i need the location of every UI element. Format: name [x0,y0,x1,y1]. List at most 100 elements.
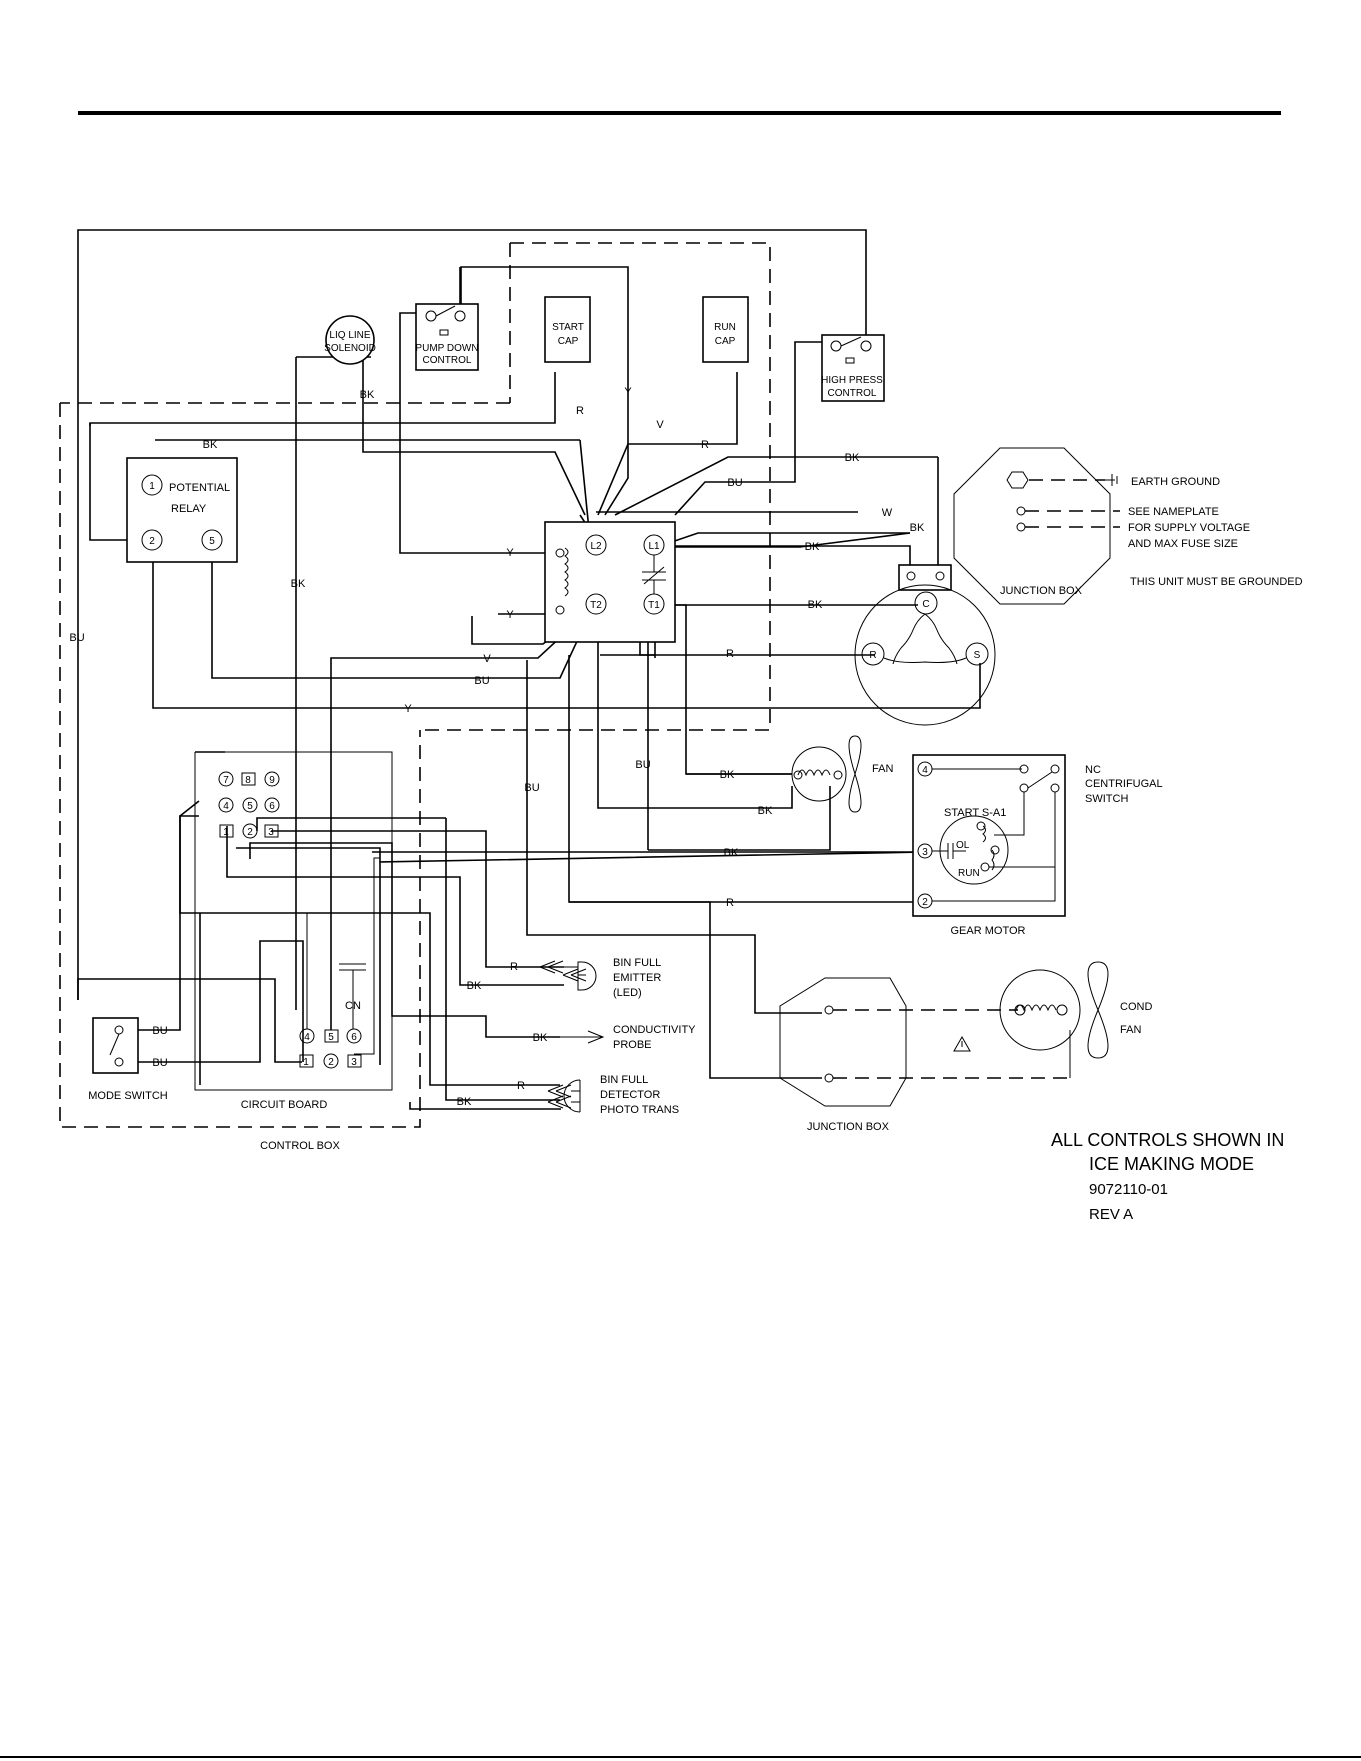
wire-label: BK [203,439,218,451]
cb-terminal-3: 3 [268,827,274,838]
fan-label: FAN [872,763,893,775]
relay-label-2: RELAY [171,503,207,515]
earth-ground-note: EARTH GROUND [1131,476,1220,488]
cb-bottom-terminal-5: 5 [328,1032,334,1043]
wire-label: BK [467,980,482,992]
cond-fan-label-1: COND [1120,1001,1152,1013]
potential-relay: 1 2 5 POTENTIAL RELAY [126,457,238,563]
wire-label: R [701,439,709,451]
high-press-label-2: CONTROL [828,388,877,399]
compressor-motor: C R S [854,564,996,726]
cb-bottom-terminal-1: 1 [303,1057,309,1068]
wire-labels: BK BK BK BU R Y V R BK BU W BK BK BK Y Y… [69,386,925,1108]
motor-terminal-c: C [922,599,929,610]
motor-terminal-s: S [974,650,981,661]
cb-terminal-6: 6 [269,801,275,812]
detector-label-2: DETECTOR [600,1089,660,1101]
conductivity-probe: CONDUCTIVITY PROBE [560,1024,696,1051]
wire-label: BK [808,599,823,611]
cn-label: CN [345,1000,361,1012]
wire-label: BK [533,1032,548,1044]
terminal-l2: L2 [590,541,602,552]
centrifugal-switch-label-1: NC [1085,764,1101,776]
centrifugal-switch-label-3: SWITCH [1085,793,1128,805]
wire-label: BU [474,675,489,687]
cb-terminal-1: 1 [223,827,229,838]
nameplate-note-2: FOR SUPPLY VOLTAGE [1128,522,1250,534]
control-box-boundary [59,403,421,1128]
wire-label: BU [635,759,650,771]
pump-down-label-2: CONTROL [423,355,472,366]
junction-box-top: JUNCTION BOX [953,447,1120,605]
part-number: 9072110-01 [1089,1181,1168,1198]
emitter-label-1: BIN FULL [613,957,661,969]
relay-terminal-2: 2 [149,536,155,547]
wire-label: BK [720,769,735,781]
mode-switch-label: MODE SWITCH [88,1090,167,1102]
gear-terminal-3: 3 [922,847,928,858]
centrifugal-switch-label-2: CENTRIFUGAL [1085,778,1163,790]
wire-label: V [483,653,491,665]
wire-label: R [576,405,584,417]
cb-bottom-terminal-3: 3 [351,1057,357,1068]
cb-bottom-terminal-2: 2 [328,1057,334,1068]
wire-label: R [510,961,518,973]
gear-motor-label: GEAR MOTOR [951,925,1026,937]
cb-terminal-8: 8 [245,775,251,786]
cb-terminal-5: 5 [247,801,253,812]
wire-label: Y [404,703,412,715]
motor-terminal-r: R [869,650,876,661]
wire-label: BK [724,847,739,859]
gear-terminal-2: 2 [922,897,928,908]
junction-box-top-label: JUNCTION BOX [1000,585,1083,597]
relay-terminal-5: 5 [209,536,215,547]
wire-label: BK [291,578,306,590]
wire-label: BK [457,1096,472,1108]
cb-terminal-2: 2 [247,827,253,838]
liq-line-solenoid: LIQ LINE SOLENOID [324,315,376,365]
gear-terminal-4: 4 [922,765,928,776]
wire-label: R [517,1080,525,1092]
bin-full-detector: BIN FULL DETECTOR PHOTO TRANS [547,1074,679,1116]
run-cap-label-2: CAP [715,336,736,347]
circuit-board-label: CIRCUIT BOARD [241,1099,328,1111]
relay-terminal-1: 1 [149,481,155,492]
cb-bottom-terminal-4: 4 [304,1032,310,1043]
nameplate-note-1: SEE NAMEPLATE [1128,506,1219,518]
cb-terminal-7: 7 [223,775,229,786]
wire-label: BU [727,477,742,489]
cb-terminal-4: 4 [223,801,229,812]
nameplate-note-3: AND MAX FUSE SIZE [1128,538,1238,550]
warning-triangle-icon [953,1035,971,1052]
junction-box-bottom-label: JUNCTION BOX [807,1121,890,1133]
wire-label: R [726,897,734,909]
wire-label: Y [624,386,632,398]
revision: REV A [1089,1206,1133,1223]
circuit-board: 7 8 9 4 5 6 1 2 3 4 5 6 1 2 3 CN CIRCUIT… [218,771,380,1111]
ol-label: OL [956,840,970,851]
start-s-a1-label: START S-A1 [944,807,1006,819]
wire-label: BU [69,632,84,644]
wire-label: BU [152,1057,167,1069]
solenoid-label-1: LIQ LINE [329,330,370,341]
wire-label: W [882,507,893,519]
start-capacitor: START CAP [544,296,591,363]
high-press-label-1: HIGH PRESS [821,375,883,386]
detector-label-1: BIN FULL [600,1074,648,1086]
cond-fan-label-2: FAN [1120,1024,1141,1036]
terminal-l1: L1 [648,541,660,552]
mode-switch: MODE SWITCH [88,1017,168,1102]
controls-note-1: ALL CONTROLS SHOWN IN [1051,1130,1284,1150]
run-cap-label-1: RUN [714,322,736,333]
junction-box-bottom: JUNCTION BOX [779,977,1071,1133]
wire-label: BU [524,782,539,794]
detector-label-3: PHOTO TRANS [600,1104,679,1116]
cb-bottom-terminal-6: 6 [351,1032,357,1043]
wire-label: R [726,648,734,660]
run-capacitor: RUN CAP [702,296,749,363]
must-be-grounded-note: THIS UNIT MUST BE GROUNDED [1130,576,1303,588]
probe-label-2: PROBE [613,1039,652,1051]
terminal-t1: T1 [648,600,660,611]
pump-down-control: PUMP DOWN CONTROL [415,303,479,371]
